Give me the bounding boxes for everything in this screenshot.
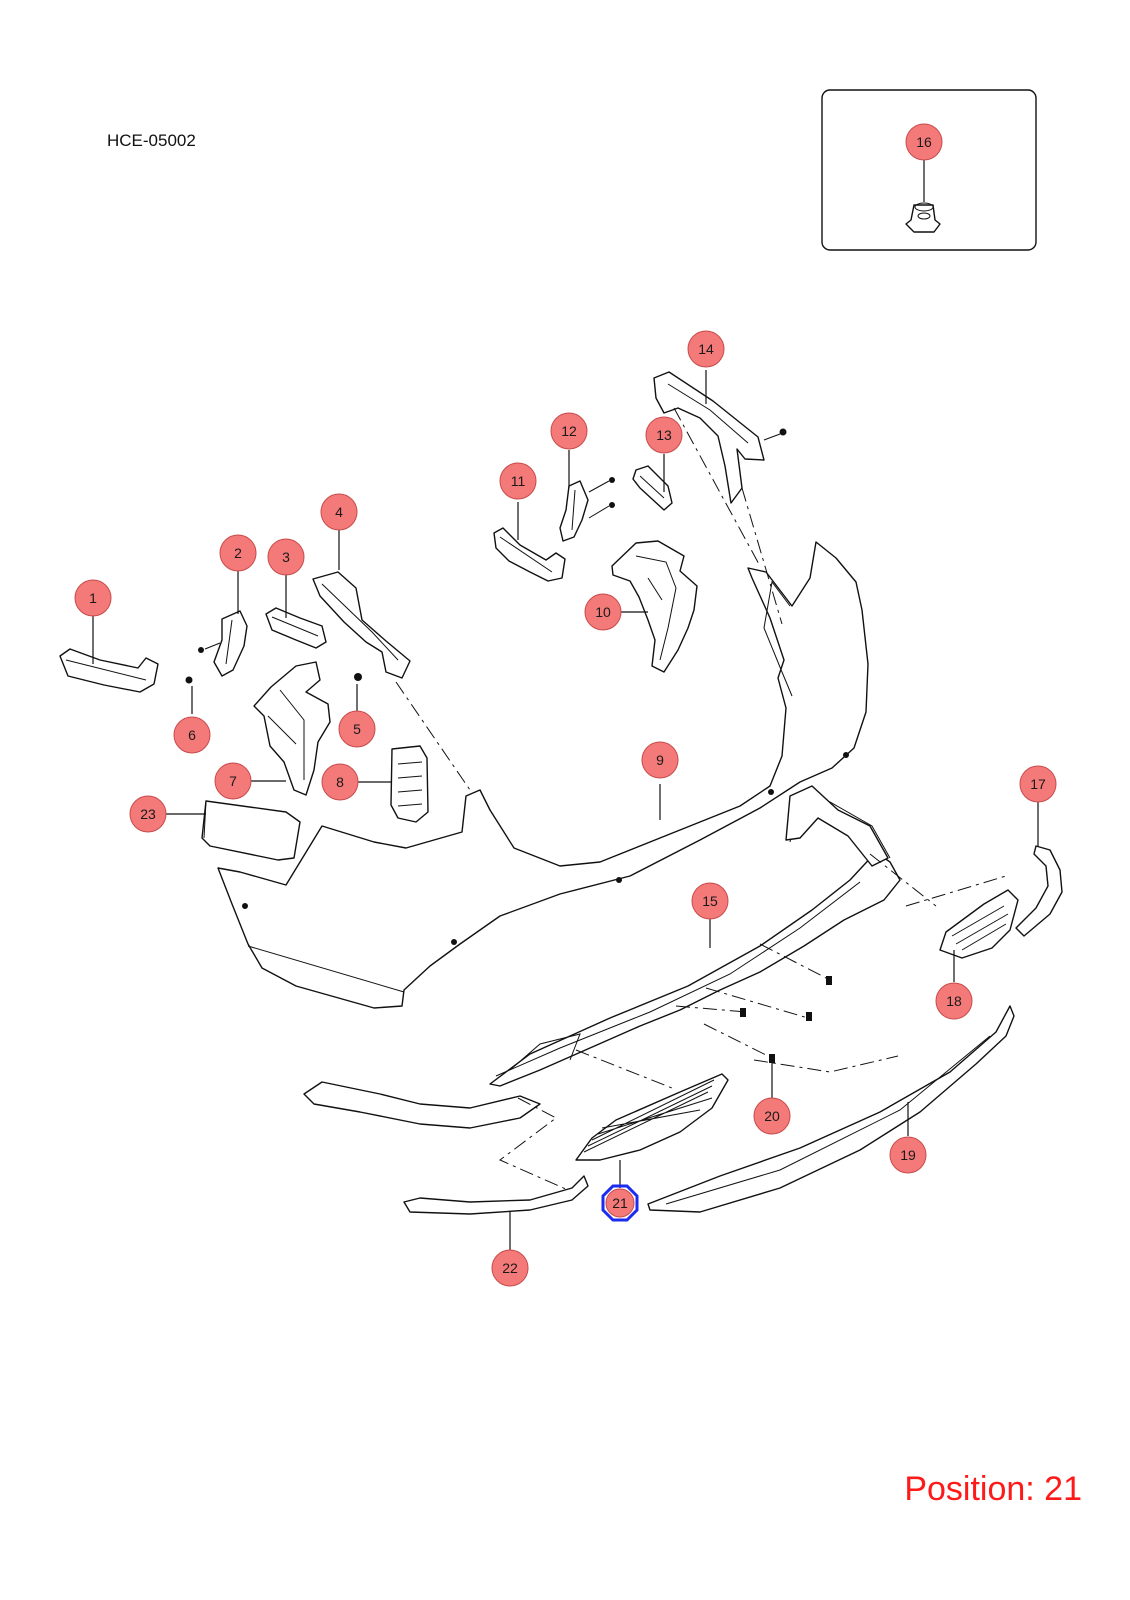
part-17-corner-trim[interactable] <box>1015 845 1063 937</box>
callout-2[interactable]: 2 <box>219 534 257 572</box>
leader-lines <box>92 160 1039 1252</box>
callout-18[interactable]: 18 <box>935 982 973 1020</box>
callout-3-label: 3 <box>282 549 290 565</box>
assembly-lines <box>395 407 1007 1191</box>
callout-22[interactable]: 22 <box>491 1249 529 1287</box>
part-13-bracket[interactable] <box>632 465 673 511</box>
callout-7-label: 7 <box>229 773 237 789</box>
callout-16-label: 16 <box>916 134 932 150</box>
callout-15[interactable]: 15 <box>691 882 729 920</box>
inset-box <box>821 89 1037 251</box>
callout-23[interactable]: 23 <box>129 795 167 833</box>
callout-5-label: 5 <box>353 721 361 737</box>
callout-23-label: 23 <box>140 806 156 822</box>
part-20-clips[interactable] <box>740 976 832 1063</box>
part-19-lower-skid[interactable] <box>647 1005 1015 1213</box>
part-10-side-bracket[interactable] <box>611 540 698 673</box>
part-6-clip[interactable] <box>185 676 193 684</box>
callout-15-label: 15 <box>702 893 718 909</box>
part-21-grille[interactable] <box>575 1073 729 1161</box>
callout-12-label: 12 <box>561 423 577 439</box>
part-8-vent-grille[interactable] <box>390 745 429 823</box>
callout-6-label: 6 <box>188 727 196 743</box>
callout-9[interactable]: 9 <box>641 741 679 779</box>
part-16-nut[interactable] <box>905 202 941 233</box>
part-5-clip[interactable] <box>354 673 362 681</box>
callouts: 1 2 3 4 5 6 7 8 9 10 11 12 13 14 15 16 1… <box>74 123 1057 1287</box>
callout-19-label: 19 <box>900 1147 916 1163</box>
callout-16[interactable]: 16 <box>905 123 943 161</box>
callout-4-label: 4 <box>335 504 343 520</box>
part-3-bracket[interactable] <box>265 607 327 649</box>
callout-18-label: 18 <box>946 993 962 1009</box>
callout-2-label: 2 <box>234 545 242 561</box>
part-18-reflector[interactable] <box>939 889 1019 959</box>
part-2-bracket[interactable] <box>198 610 248 677</box>
callout-11-label: 11 <box>511 473 526 489</box>
callout-10-label: 10 <box>595 604 611 620</box>
position-label: Position: 21 <box>904 1470 1082 1508</box>
part-12-bracket[interactable] <box>559 477 615 542</box>
part-9-bumper-cover[interactable] <box>217 541 869 1009</box>
callout-5[interactable]: 5 <box>338 710 376 748</box>
callout-3[interactable]: 3 <box>267 538 305 576</box>
callout-12[interactable]: 12 <box>550 412 588 450</box>
left-lower-trim[interactable] <box>303 1081 541 1129</box>
part-22-lower-trim[interactable] <box>403 1175 589 1215</box>
part-11-bracket[interactable] <box>493 527 566 582</box>
callout-8-label: 8 <box>336 774 344 790</box>
callout-19[interactable]: 19 <box>889 1136 927 1174</box>
callout-20[interactable]: 20 <box>753 1097 791 1135</box>
callout-10[interactable]: 10 <box>584 593 622 631</box>
part-23-pad[interactable] <box>201 800 301 861</box>
callout-6[interactable]: 6 <box>173 716 211 754</box>
callout-17[interactable]: 17 <box>1019 765 1057 803</box>
callout-13-label: 13 <box>656 427 672 443</box>
callout-22-label: 22 <box>502 1260 518 1276</box>
part-15-lower-support[interactable] <box>489 785 901 1087</box>
callout-17-label: 17 <box>1030 776 1046 792</box>
callout-1-label: 1 <box>89 590 97 606</box>
callout-9-label: 9 <box>656 752 664 768</box>
part-7-side-bracket[interactable] <box>253 661 331 796</box>
document-code: HCE-05002 <box>107 131 196 150</box>
part-4-long-bracket[interactable] <box>312 571 411 679</box>
callout-20-label: 20 <box>764 1108 780 1124</box>
callout-21[interactable]: 21 <box>601 1184 639 1222</box>
callout-14-label: 14 <box>698 341 714 357</box>
callout-4[interactable]: 4 <box>320 493 358 531</box>
callout-14[interactable]: 14 <box>687 330 725 368</box>
part-14-upper-bracket[interactable] <box>653 371 787 504</box>
part-1-bracket[interactable] <box>59 648 159 693</box>
callout-13[interactable]: 13 <box>645 416 683 454</box>
callout-8[interactable]: 8 <box>321 763 359 801</box>
callout-21-label: 21 <box>612 1195 628 1211</box>
callout-7[interactable]: 7 <box>214 762 252 800</box>
callout-11[interactable]: 11 <box>499 462 537 500</box>
callout-1[interactable]: 1 <box>74 579 112 617</box>
